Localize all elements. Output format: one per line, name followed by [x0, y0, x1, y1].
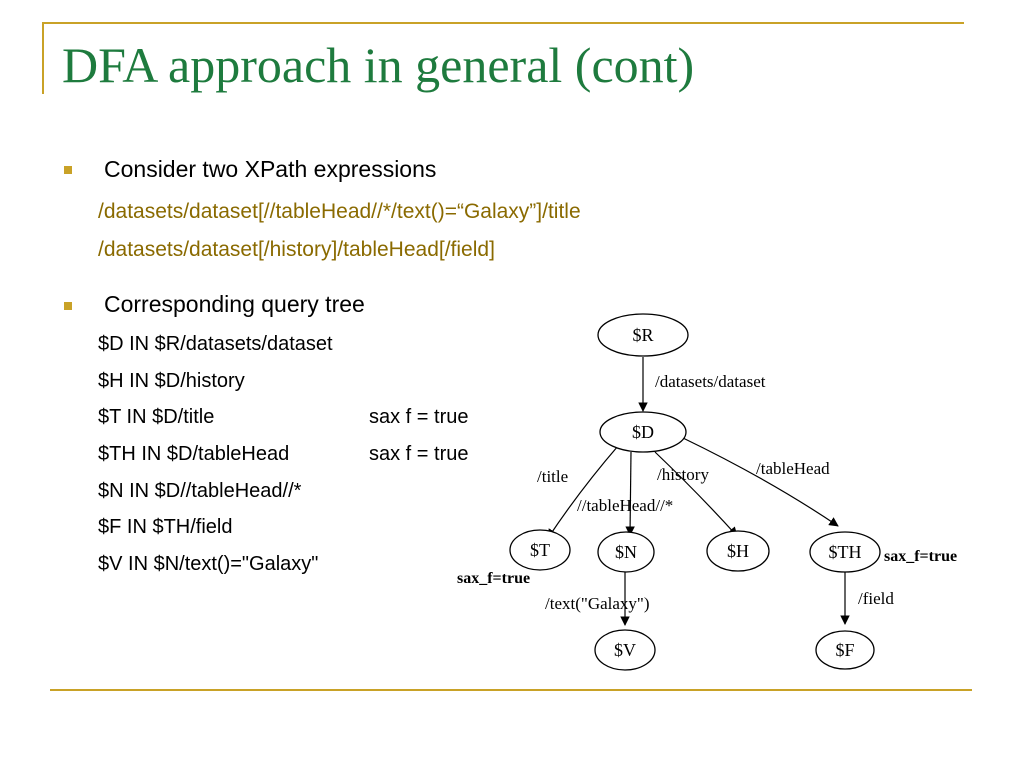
node-th-label: $TH	[829, 542, 862, 562]
flag-th: sax_f=true	[884, 548, 957, 565]
edge-label-n-v: /text("Galaxy")	[545, 594, 650, 613]
node-f: $F	[815, 630, 875, 670]
edge-label-r-d: /datasets/dataset	[655, 372, 766, 391]
bullet-marker-1	[64, 166, 72, 174]
node-t: $T	[509, 529, 571, 571]
node-t-label: $T	[530, 540, 550, 560]
binding-h: $H IN $D/history	[98, 370, 245, 392]
frame-accent-top	[42, 22, 964, 24]
bullet-2-text: Corresponding query tree	[104, 291, 365, 317]
xpath-expression-2: /datasets/dataset[/history]/tableHead[/f…	[98, 238, 495, 261]
binding-t-flag: sax f = true	[369, 406, 469, 428]
query-tree-diagram: $R $D $T $N $H $TH $V $F /datasets/datas…	[457, 313, 957, 671]
bullet-marker-2	[64, 302, 72, 310]
edge-d-n	[625, 451, 635, 536]
node-n: $N	[597, 531, 655, 573]
edge-label-d-th: /tableHead	[756, 459, 830, 478]
edge-label-th-f: /field	[858, 589, 894, 608]
binding-d: $D IN $R/datasets/dataset	[98, 333, 333, 355]
flag-t: sax_f=true	[457, 570, 530, 587]
edge-label-d-n: //tableHead//*	[577, 496, 673, 515]
binding-f: $F IN $TH/field	[98, 516, 233, 538]
node-v: $V	[594, 629, 656, 671]
node-r-label: $R	[632, 325, 653, 345]
node-h-label: $H	[727, 541, 749, 561]
edge-d-th	[682, 437, 839, 527]
node-n-label: $N	[615, 542, 637, 562]
binding-th-flag: sax f = true	[369, 443, 469, 465]
edge-d-h	[654, 451, 738, 537]
bullet-1-text: Consider two XPath expressions	[104, 156, 437, 182]
edge-label-d-h: /history	[657, 465, 709, 484]
node-th: $TH	[809, 531, 881, 573]
node-f-label: $F	[835, 640, 854, 660]
frame-accent-bottom	[50, 689, 972, 691]
node-d: $D	[599, 411, 687, 453]
binding-n: $N IN $D//tableHead//*	[98, 480, 302, 502]
node-r: $R	[597, 313, 689, 357]
edge-label-d-t: /title	[537, 467, 568, 486]
binding-th: $TH IN $D/tableHead	[98, 443, 290, 465]
node-v-label: $V	[614, 640, 636, 660]
frame-accent-left	[42, 22, 44, 94]
binding-v: $V IN $N/text()="Galaxy"	[98, 553, 319, 575]
xpath-expression-1: /datasets/dataset[//tableHead//*/text()=…	[98, 200, 581, 223]
edge-d-t	[547, 445, 619, 539]
node-h: $H	[706, 530, 770, 572]
slide-title: DFA approach in general (cont)	[62, 37, 695, 93]
binding-t: $T IN $D/title	[98, 406, 215, 428]
node-d-label: $D	[632, 422, 654, 442]
